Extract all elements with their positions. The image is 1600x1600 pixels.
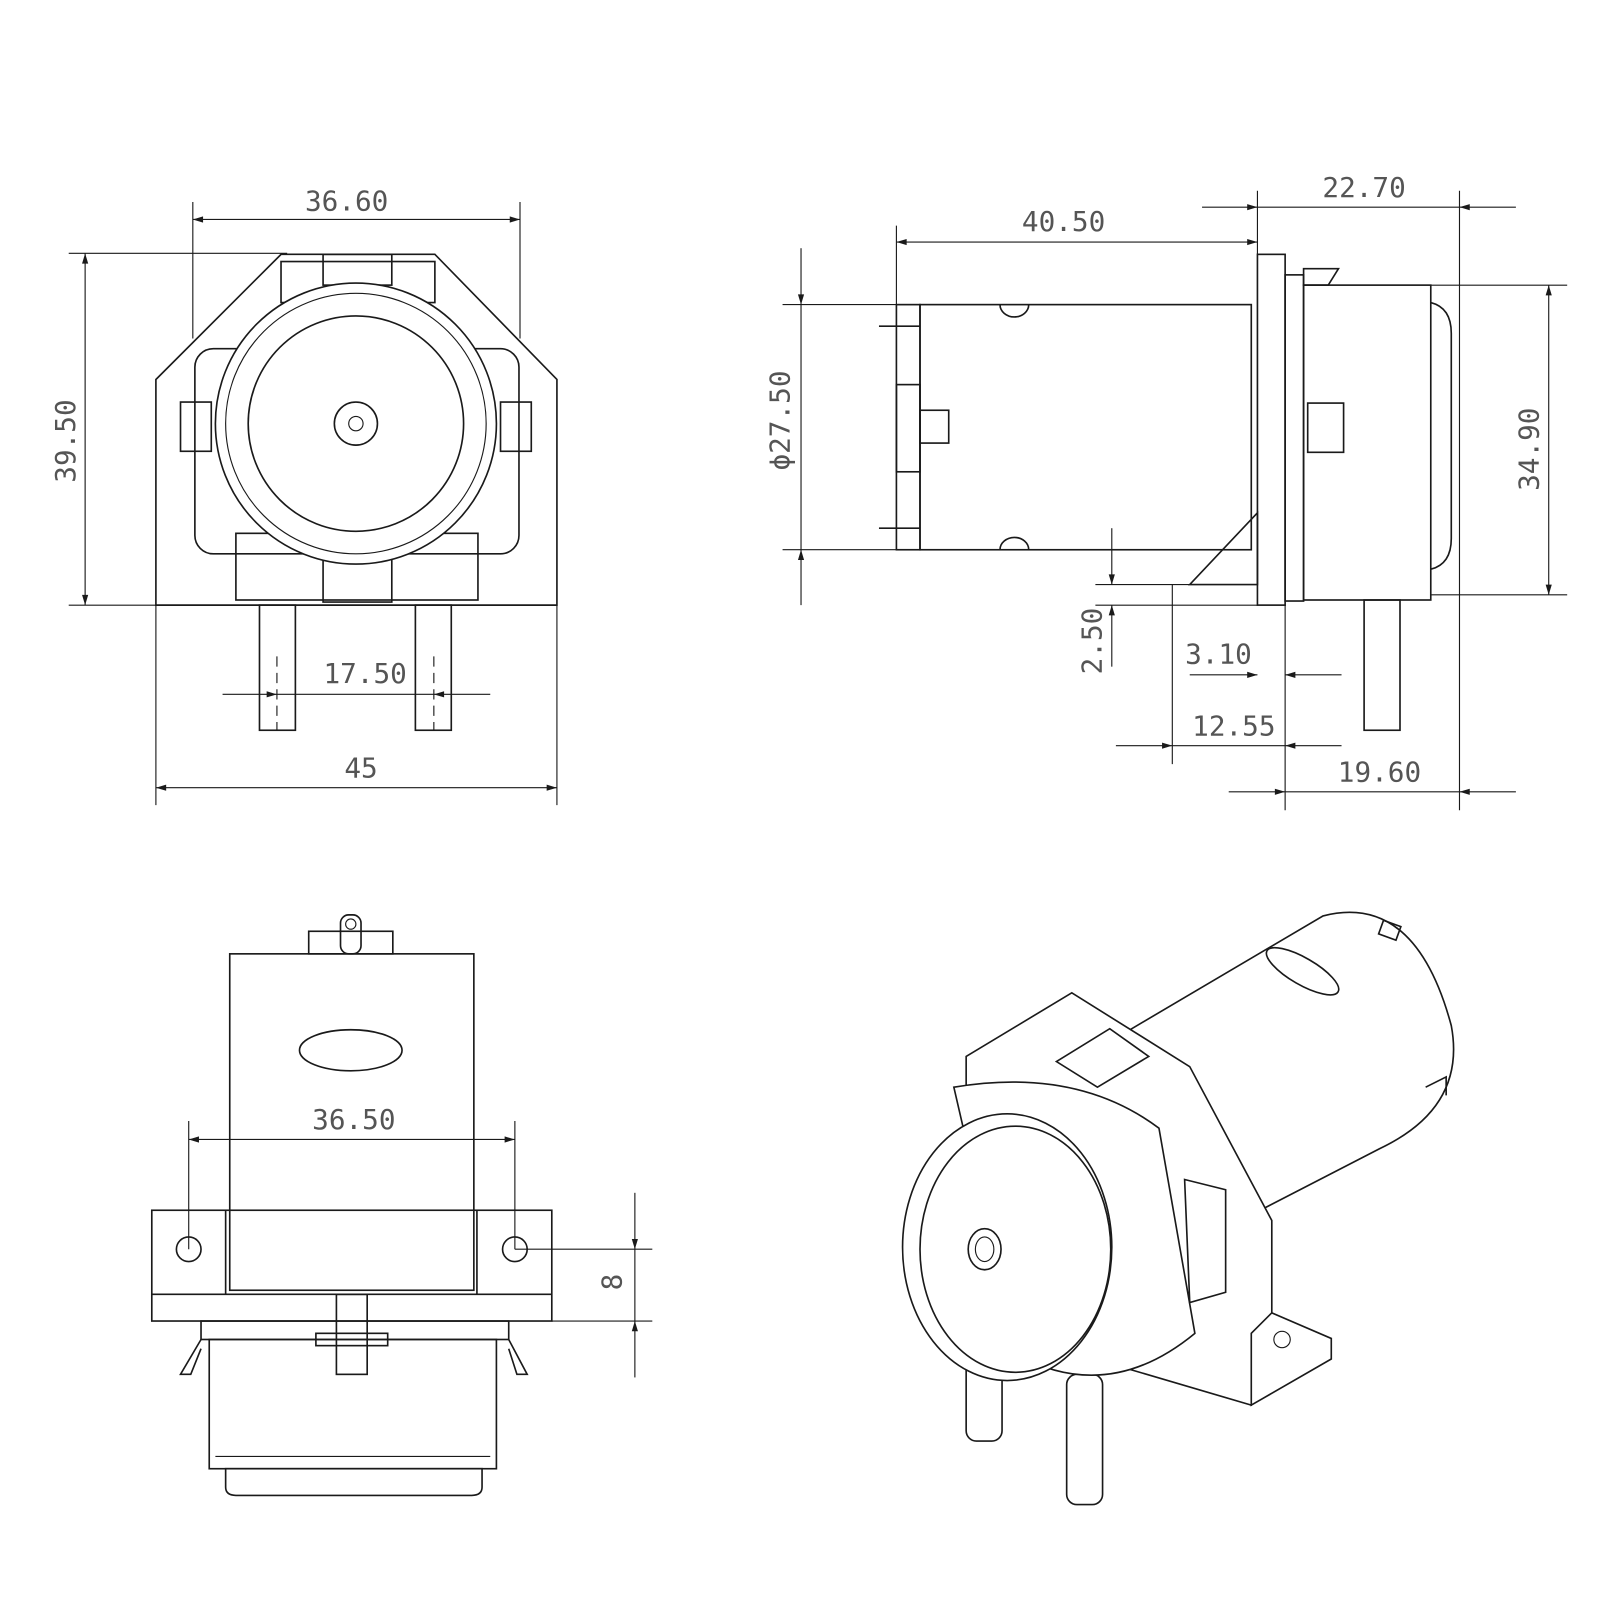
dim-hole-offset: 8 xyxy=(596,1274,629,1291)
dim-motor-length: 40.50 xyxy=(1022,205,1105,238)
dim-motor-diameter: ϕ27.50 xyxy=(764,370,797,470)
dim-height: 39.50 xyxy=(49,399,82,482)
dim-bracket-thickness: 3.10 xyxy=(1185,638,1252,671)
isometric-view xyxy=(901,911,1455,1506)
front-view: 36.60 39.50 17.50 45 xyxy=(49,184,558,806)
dim-pump-height: 34.90 xyxy=(1512,408,1545,491)
bottom-view: 36.50 8 xyxy=(150,914,653,1497)
dim-pump-depth: 22.70 xyxy=(1322,171,1405,204)
dim-tube-offset: 19.60 xyxy=(1338,756,1421,789)
dim-base-width: 45 xyxy=(344,751,377,784)
dim-base-offset: 2.50 xyxy=(1076,608,1109,675)
side-view: 40.50 22.70 ϕ27.50 34.90 2.50 3.10 12.55 xyxy=(764,171,1568,811)
dim-hole-spacing: 36.50 xyxy=(312,1103,395,1136)
dim-width-top: 36.60 xyxy=(305,184,388,217)
dim-tube-spacing: 17.50 xyxy=(323,657,406,690)
dim-bracket-depth: 12.55 xyxy=(1192,709,1275,742)
